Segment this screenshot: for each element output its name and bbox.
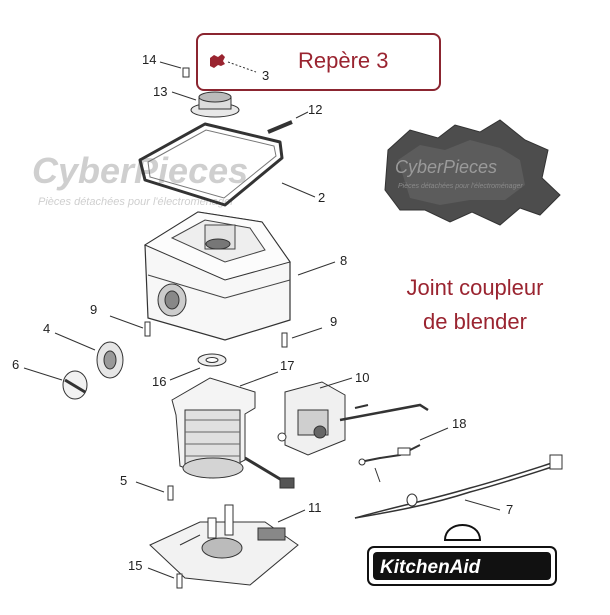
kitchenaid-logo: KitchenAid: [367, 524, 557, 586]
callout-number: 3: [262, 68, 269, 83]
part-5-screw: [135, 481, 174, 501]
part-8-housing: [143, 211, 336, 341]
callout-box: [196, 33, 441, 91]
label-16: 16: [152, 374, 166, 389]
part-7-base: [149, 504, 306, 586]
callout-part-icon: [210, 54, 257, 73]
photo-watermark-brand: CyberPieces: [395, 157, 497, 177]
logo-text: KitchenAid: [380, 557, 481, 578]
part-12-screw: [267, 111, 309, 134]
watermark-left: CyberPieces Pièces détachées pour l'élec…: [32, 150, 248, 208]
label-10: 10: [355, 370, 369, 385]
callout-title: Repère 3: [298, 48, 389, 73]
part-11-cord: [354, 454, 563, 519]
label-9-left: 9: [90, 302, 97, 317]
label-6: 6: [12, 357, 19, 372]
part-9-screw-right: [281, 327, 323, 348]
part-17-motor: [171, 371, 295, 489]
label-12: 12: [308, 102, 322, 117]
part-6-knob: [23, 367, 88, 400]
photo-watermark-tagline: Pièces détachées pour l'électroménager: [398, 183, 523, 190]
joint-photo: CyberPieces Pièces détachées pour l'élec…: [384, 119, 561, 226]
label-11: 7: [506, 502, 513, 517]
label-15: 15: [128, 558, 142, 573]
label-17: 17: [280, 358, 294, 373]
part-14-pin: [159, 61, 190, 78]
part-4-knob-plate: [54, 332, 124, 379]
part-title-line2: de blender: [423, 309, 527, 334]
part-16-washer: [169, 353, 227, 381]
watermark-brand: CyberPieces: [32, 150, 248, 191]
label-9-right: 9: [330, 314, 337, 329]
label-2: 2: [318, 190, 325, 205]
part-18-harness: [358, 427, 449, 483]
label-7: 11: [308, 500, 322, 515]
part-2-gasket: [138, 122, 316, 207]
watermark-tagline: Pièces détachées pour l'électroménager: [38, 196, 235, 208]
label-8: 8: [340, 253, 347, 268]
part-15-screw: [147, 567, 183, 589]
part-title-line1: Joint coupleur: [406, 275, 544, 300]
label-5: 5: [120, 473, 127, 488]
label-18: 18: [452, 416, 466, 431]
part-13-coupling: [171, 91, 240, 118]
label-13: 13: [153, 84, 167, 99]
part-10-board: [277, 377, 429, 456]
label-4: 4: [43, 321, 50, 336]
part-9-screw-left: [109, 315, 151, 337]
label-14: 14: [142, 52, 156, 67]
